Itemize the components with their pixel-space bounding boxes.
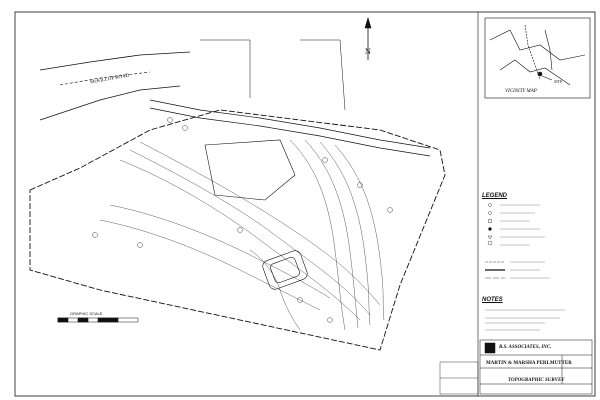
contour-line <box>304 139 359 329</box>
contour-line <box>249 249 301 331</box>
sheet-border <box>14 11 596 397</box>
client-name: MARTIN & MARSHA PERLMUTTER <box>486 361 572 366</box>
tree-icon <box>182 125 188 131</box>
tree-icon <box>357 182 363 188</box>
title-block <box>479 339 593 395</box>
tree-icon <box>322 157 328 163</box>
revision-block <box>439 361 479 395</box>
tree-icon <box>237 227 243 233</box>
pool-inner <box>270 256 300 284</box>
firm-logo <box>484 342 496 354</box>
tree-icon <box>92 232 98 238</box>
contour-lines <box>99 139 385 331</box>
driveway-edge-1 <box>149 99 431 149</box>
legend-symbol <box>487 240 493 246</box>
contour-line <box>109 204 331 299</box>
drawing-title: TOPOGRAPHIC SURVEY <box>508 378 565 383</box>
notes-title: NOTES <box>482 297 503 303</box>
tree-icon <box>137 242 143 248</box>
graphic-scale <box>57 317 139 323</box>
adjacent-parcel-line <box>200 39 251 98</box>
vicinity-road-2 <box>499 59 571 86</box>
contour-line <box>99 219 321 311</box>
legend-symbol <box>488 219 492 223</box>
north-arrow-icon <box>364 16 372 29</box>
road-edge-south <box>39 85 181 121</box>
site-leader <box>541 75 553 81</box>
tree-icon <box>327 317 333 323</box>
contour-line <box>289 139 346 331</box>
site-marker <box>537 71 543 77</box>
contour-line <box>319 141 371 326</box>
contour-line <box>334 144 385 321</box>
scale-bar-segment <box>97 317 119 323</box>
legend-symbols <box>485 203 505 279</box>
notes-text-lines <box>485 309 565 331</box>
residence-outline <box>204 139 296 201</box>
legend-symbol <box>487 235 493 240</box>
site-label: SITE <box>554 79 563 84</box>
legend-symbol <box>488 227 492 231</box>
road-centerline <box>59 71 151 86</box>
road-edge-north <box>39 51 191 71</box>
vicinity-road-3 <box>524 24 541 81</box>
north-label: N <box>365 47 371 56</box>
legend-title: LEGEND <box>482 193 508 199</box>
scale-label: GRAPHIC SCALE <box>70 311 103 316</box>
contour-line <box>119 159 361 321</box>
contour-line <box>139 141 381 306</box>
title-block-frame <box>479 339 593 395</box>
tree-icon <box>297 297 303 303</box>
vicinity-map-title: VICINITY MAP <box>505 89 537 94</box>
vicinity-road-1 <box>489 29 586 61</box>
scale-bar-segment <box>57 317 69 323</box>
contour-line <box>129 149 371 316</box>
tree-icon <box>387 207 393 213</box>
driveway-edge-2 <box>149 107 431 157</box>
tree-icon <box>167 117 173 123</box>
tree-symbols <box>92 117 393 323</box>
legend-text-lines <box>500 204 550 279</box>
firm-name: B.S. ASSOCIATES, INC. <box>499 345 552 350</box>
pool-outline <box>262 250 308 290</box>
scale-bar-segment <box>77 317 89 323</box>
vicinity-map-frame <box>484 17 591 99</box>
adjacent-parcel-line <box>300 39 346 111</box>
vicinity-road-4 <box>544 29 553 71</box>
legend-symbol <box>488 203 492 207</box>
legend-symbol <box>488 211 492 215</box>
property-boundary <box>29 109 446 351</box>
